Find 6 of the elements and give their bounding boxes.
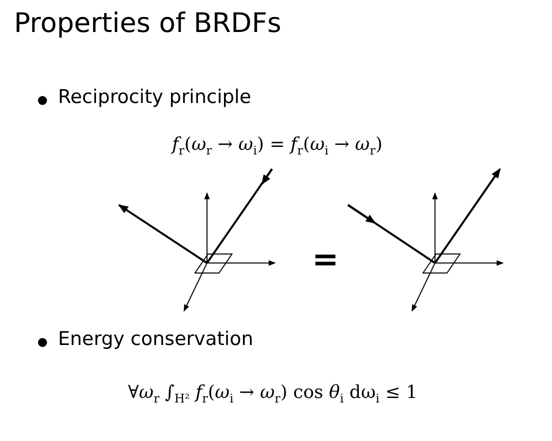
bullet-text: Reciprocity principle [58, 86, 252, 108]
slide-title: Properties of BRDFs [14, 8, 282, 39]
bullet-text: Energy conservation [58, 328, 254, 350]
equation: f$_{r}$(ω$_{r}$ → ω$_{i}$) = f$_{r}$(ω$_{i}$ → ω$_{r}$) [172, 134, 382, 158]
equals-sign: = [312, 240, 339, 278]
equation: ∀ω$_{r}$ ∫$_{H²}$ f$_{r}$(ω$_{i}$ → ω$_{r}$) cos θ$_{i}$ dω$_{i}$ ≤ 1 [128, 382, 418, 406]
